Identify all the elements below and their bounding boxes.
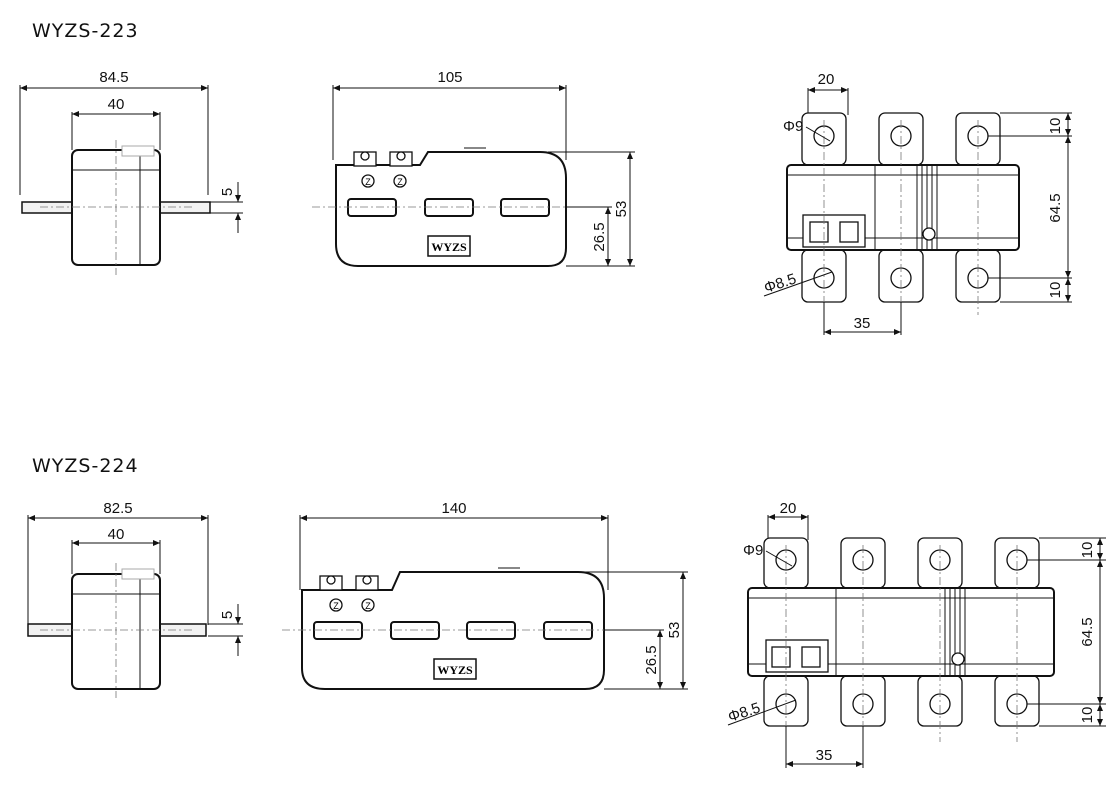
logo-icon: WYZS xyxy=(427,235,471,257)
terminal-screw-icon xyxy=(319,575,379,591)
dim-top-edge-bottom-224: 10 xyxy=(1079,707,1096,724)
front-view-224: 140 Z Z WYZS 53 26.5 xyxy=(282,500,688,690)
dim-side-inner-223: 40 xyxy=(108,96,125,113)
dim-side-thickness-224: 5 xyxy=(219,611,236,619)
dim-top-edge-bottom-223: 10 xyxy=(1047,282,1064,299)
top-view-224: 20 xyxy=(726,500,1106,768)
svg-text:Z: Z xyxy=(333,601,339,611)
dim-front-half-223: 26.5 xyxy=(591,222,608,251)
logo-text-224: WYZS xyxy=(437,663,473,677)
model-title-224: WYZS-224 xyxy=(32,455,139,477)
front-view-223: 105 Z Z WYZS 53 26.5 xyxy=(312,69,635,267)
dim-top-hole-top-223: Φ9 xyxy=(783,118,803,135)
dim-front-height-223: 53 xyxy=(613,201,630,218)
dim-top-span-224: 64.5 xyxy=(1079,617,1096,646)
ground-z-icon: Z Z xyxy=(361,174,407,188)
top-view-223: 20 xyxy=(762,71,1072,335)
dim-top-edge-top-224: 10 xyxy=(1079,542,1096,559)
side-view-224: 82.5 40 5 xyxy=(27,500,243,698)
dim-front-length-223: 105 xyxy=(437,69,462,86)
dim-side-thickness-223: 5 xyxy=(219,188,236,196)
dim-side-inner-224: 40 xyxy=(108,526,125,543)
dim-top-edge-top-223: 10 xyxy=(1047,118,1064,135)
logo-icon: WYZS xyxy=(433,658,477,680)
dim-side-overall-224: 82.5 xyxy=(103,500,132,517)
dim-front-height-224: 53 xyxy=(666,622,683,639)
dim-top-pitch-224: 20 xyxy=(780,500,797,517)
dim-top-hole-bottom-223: Φ8.5 xyxy=(762,270,798,296)
model-title-223: WYZS-223 xyxy=(32,20,139,42)
side-view-223: 84.5 40 5 xyxy=(19,69,243,275)
svg-text:Z: Z xyxy=(397,177,403,187)
dim-top-hole-top-224: Φ9 xyxy=(743,542,763,559)
dim-top-pitch-bottom-223: 35 xyxy=(854,315,871,332)
dim-top-span-223: 64.5 xyxy=(1047,193,1064,222)
dim-top-pitch-223: 20 xyxy=(818,71,835,88)
dim-top-pitch-bottom-224: 35 xyxy=(816,747,833,764)
logo-text-223: WYZS xyxy=(431,240,467,254)
ground-z-icon: Z Z xyxy=(329,598,375,612)
dim-side-overall-223: 84.5 xyxy=(99,69,128,86)
dim-front-half-224: 26.5 xyxy=(643,645,660,674)
dim-top-hole-bottom-224: Φ8.5 xyxy=(726,699,762,725)
svg-text:Z: Z xyxy=(365,601,371,611)
terminal-screw-icon xyxy=(353,151,413,167)
svg-text:Z: Z xyxy=(365,177,371,187)
dim-front-length-224: 140 xyxy=(441,500,466,517)
